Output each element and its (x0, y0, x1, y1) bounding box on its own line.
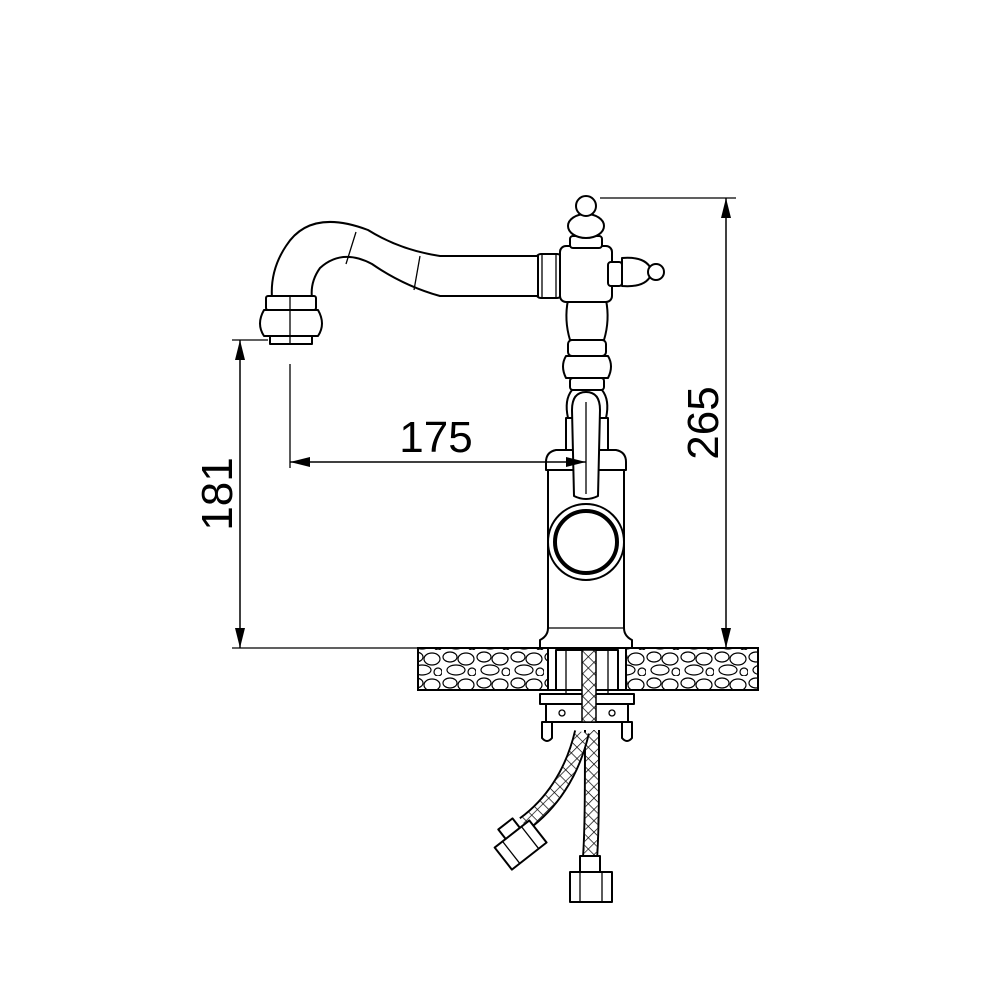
dimension-lines (232, 197, 736, 649)
height-181-label: 181 (193, 457, 242, 530)
reach-175-label: 175 (399, 413, 472, 462)
mounting-assembly (539, 649, 635, 742)
lever-handle (571, 391, 601, 500)
cross-hub (535, 195, 665, 303)
aerator (259, 295, 323, 345)
height-265-label: 265 (679, 386, 728, 459)
spout (270, 221, 539, 299)
temperature-knob (547, 503, 625, 581)
supply-hoses (493, 729, 613, 903)
